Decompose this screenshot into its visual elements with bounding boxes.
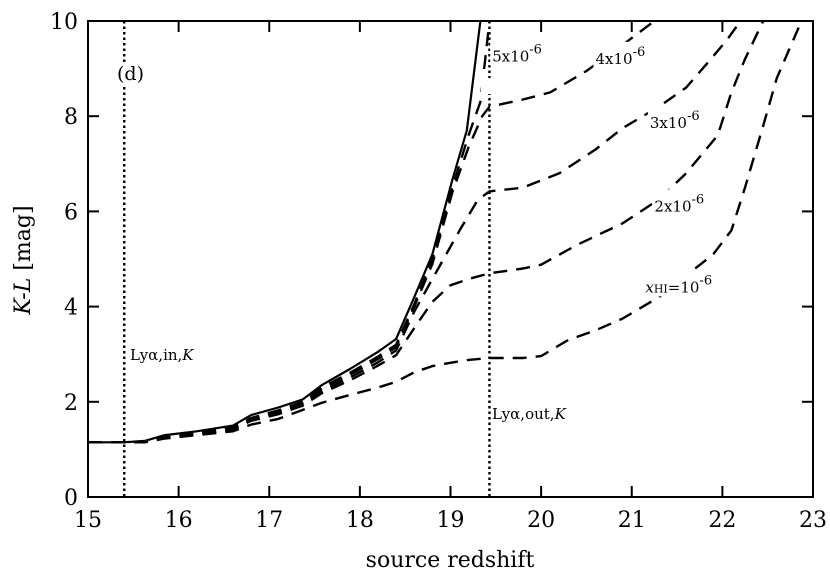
axis-ticks (88, 21, 813, 497)
x-tick-label: 20 (527, 508, 555, 533)
y-tick-label: 10 (50, 10, 78, 35)
series-line-5 (88, 25, 801, 444)
x-tick-label: 22 (708, 508, 736, 533)
x-tick-label: 16 (165, 508, 193, 533)
tick-labels: 15 16 17 18 19 20 21 22 23 0 2 4 6 8 10 (50, 10, 827, 533)
x-tick-label: 23 (799, 508, 827, 533)
reference-line-label-1: Lyα,out,K (492, 405, 567, 423)
data-series (88, 21, 801, 444)
annotations: Lyα,in,K Lyα,out,K 5x10-6 4x10-6 3x10-6 2x10-… (130, 39, 722, 423)
x-tick-label: 19 (437, 508, 465, 533)
series-label-2: 3x10-6 (650, 109, 700, 132)
series-line-2 (88, 21, 656, 444)
reference-line-label-0: Lyα,in,K (130, 346, 194, 364)
plot-frame (87, 20, 814, 498)
series-label-4: xHI=10-6 (645, 273, 712, 296)
y-axis-title: K-L [mag] (11, 205, 36, 315)
x-tick-label: 15 (74, 508, 102, 533)
y-tick-label: 8 (64, 105, 78, 130)
y-tick-label: 0 (64, 486, 78, 511)
x-tick-label: 18 (346, 508, 374, 533)
series-label-0: 5x10-6 (492, 42, 542, 65)
y-tick-label: 4 (64, 296, 78, 321)
series-line-3 (88, 21, 742, 444)
y-tick-label: 2 (64, 391, 78, 416)
y-axis-title-var: K-L (11, 278, 36, 316)
reference-lines (117, 21, 497, 497)
y-tick-label: 6 (64, 200, 78, 225)
x-tick-label: 17 (255, 508, 283, 533)
series-line-4 (88, 21, 765, 444)
y-axis-title-unit: [mag] (11, 205, 36, 277)
panel-label: (d) (117, 63, 144, 85)
series-label-3: 2x10-6 (654, 192, 704, 215)
x-tick-label: 21 (618, 508, 646, 533)
x-axis-title: source redshift (366, 548, 535, 573)
series-label-1: 4x10-6 (596, 45, 646, 68)
